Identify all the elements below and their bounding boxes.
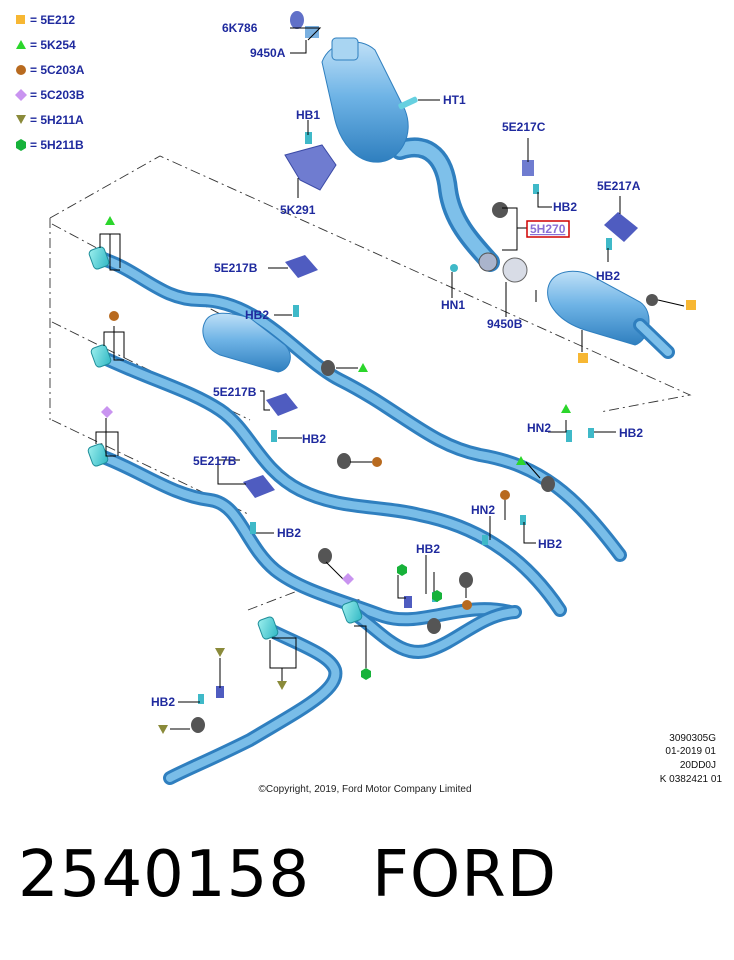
- part-number: 2540158: [18, 838, 311, 912]
- exhaust-pipes: [87, 246, 627, 785]
- marker-5h211b: [432, 590, 442, 602]
- marker-5c203b: [101, 406, 113, 418]
- marker-5k254: [561, 404, 571, 413]
- legend-hexagon-5h211b: [16, 139, 26, 151]
- part-footer: 2540158 FORD: [18, 838, 557, 912]
- marker-5h211a: [158, 725, 168, 734]
- rubber-mount-4: [541, 476, 555, 492]
- marker-5h211a: [277, 681, 287, 690]
- clamp-d: [257, 616, 279, 640]
- label-hb2-a: HB2: [553, 200, 577, 214]
- marker-5e212: [686, 300, 696, 310]
- legend-label-5h211a: = 5H211A: [30, 113, 84, 127]
- legend-diamond-5c203b: [15, 89, 27, 101]
- front-catalyst-assembly: [284, 11, 675, 359]
- marker-5h211a: [215, 648, 225, 657]
- clamp-b: [90, 344, 112, 368]
- label-5e217b-3: 5E217B: [193, 454, 237, 468]
- bracket-hb1: [284, 144, 337, 191]
- symbol-markers: [101, 216, 696, 734]
- ref-line-3: 20DD0J: [680, 760, 716, 771]
- label-hn2-a: HN2: [527, 421, 551, 435]
- label-5k291: 5K291: [280, 203, 316, 217]
- ref-line-4: K 0382421 01: [660, 774, 723, 785]
- bracket-5e217b-1: [285, 255, 318, 278]
- legend-label-5c203a: = 5C203A: [30, 63, 85, 77]
- label-ht1: HT1: [443, 93, 466, 107]
- marker-5c203a: [462, 600, 472, 610]
- part-labels: 6K786 9450A HT1 HB1 5K291 5E217C HB2 5H2…: [151, 21, 643, 709]
- label-5e217b-2: 5E217B: [213, 385, 257, 399]
- rubber-mount-6: [427, 618, 441, 634]
- marker-5e212: [578, 353, 588, 363]
- label-9450a: 9450A: [250, 46, 286, 60]
- highlight-box-5h270: [526, 220, 570, 238]
- marker-5h211b: [361, 668, 371, 680]
- leader-lines: [95, 27, 685, 730]
- bracket-5e217a: [604, 212, 638, 242]
- ref-line-2: 01-2019 01: [665, 746, 716, 757]
- legend-triangle-5k254: [16, 40, 26, 49]
- rubber-mount-2: [337, 453, 351, 469]
- marker-5c203a: [372, 457, 382, 467]
- marker-5c203a: [500, 490, 510, 500]
- label-hb1: HB1: [296, 108, 320, 122]
- label-hb2-c: HB2: [245, 308, 269, 322]
- reference-codes: 3090305G 01-2019 01 20DD0J K 0382421 01: [660, 733, 723, 785]
- marker-5k254: [516, 456, 526, 465]
- label-hn2-b: HN2: [471, 503, 495, 517]
- marker-5h211b: [397, 564, 407, 576]
- label-hb2-i: HB2: [151, 695, 175, 709]
- clamp-e: [341, 600, 363, 624]
- flange-hn1: [478, 252, 498, 272]
- label-hb2-h: HB2: [416, 542, 440, 556]
- rubber-mount-1: [321, 360, 335, 376]
- label-hn1: HN1: [441, 298, 465, 312]
- marker-5c203a: [109, 311, 119, 321]
- sensor-ht1: [398, 96, 418, 110]
- bracket-5e217b-3: [243, 475, 275, 498]
- gasket-9450b: [502, 257, 528, 283]
- label-5e217a: 5E217A: [597, 179, 641, 193]
- label-6k786: 6K786: [222, 21, 258, 35]
- legend-label-5k254: = 5K254: [30, 38, 76, 52]
- sensor-6k786: [290, 11, 304, 29]
- rubber-mount-7: [191, 717, 205, 733]
- legend-label-5c203b: = 5C203B: [30, 88, 85, 102]
- label-hb2-b: HB2: [596, 269, 620, 283]
- rubber-mount-3: [318, 548, 332, 564]
- label-5e217c: 5E217C: [502, 120, 546, 134]
- bracket-5e217b-2: [266, 393, 298, 416]
- legend: = 5E212 = 5K254 = 5C203A = 5C203B = 5H21…: [15, 13, 85, 152]
- marker-5c203b: [342, 573, 354, 585]
- brand-name: FORD: [372, 838, 557, 912]
- label-9450b: 9450B: [487, 317, 523, 331]
- legend-square-5e212: [16, 15, 25, 24]
- legend-label-5h211b: = 5H211B: [30, 138, 84, 152]
- legend-triangle-down-5h211a: [16, 115, 26, 124]
- copyright-notice: ©Copyright, 2019, Ford Motor Company Lim…: [258, 784, 471, 795]
- rubber-mount-5: [459, 572, 473, 588]
- marker-5k254: [358, 363, 368, 372]
- legend-label-5e212: = 5E212: [30, 13, 75, 27]
- bracket-5e217c: [522, 160, 534, 176]
- clamp-a: [88, 246, 110, 270]
- label-hb2-e: HB2: [277, 526, 301, 540]
- label-hb2-f: HB2: [619, 426, 643, 440]
- label-5e217b-1: 5E217B: [214, 261, 258, 275]
- label-5h270: 5H270: [530, 222, 566, 236]
- label-hb2-g: HB2: [538, 537, 562, 551]
- silencer: [202, 312, 291, 373]
- label-hb2-d: HB2: [302, 432, 326, 446]
- legend-circle-5c203a: [16, 65, 26, 75]
- marker-5k254: [105, 216, 115, 225]
- ref-line-1: 3090305G: [669, 733, 716, 744]
